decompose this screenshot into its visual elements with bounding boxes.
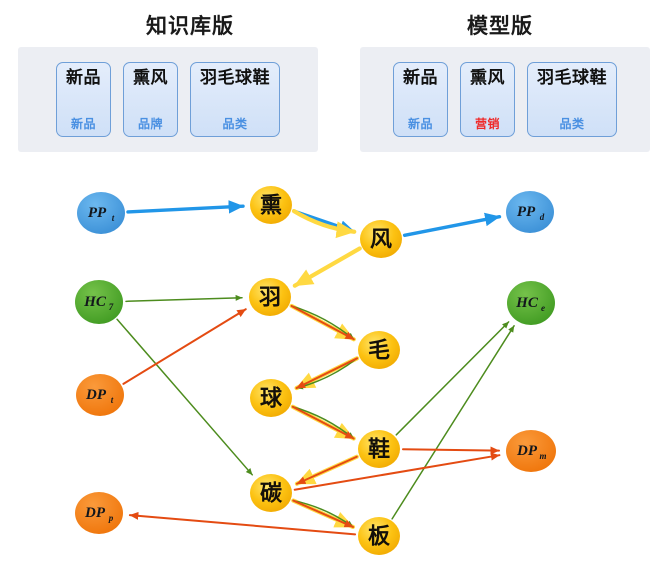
node-label: 板 (368, 525, 391, 550)
node-label: HC (83, 294, 107, 310)
node-circle (250, 379, 292, 417)
graph-edge (293, 452, 501, 491)
graph-edge (122, 308, 247, 385)
graph-edge (291, 208, 357, 239)
graph-edge (292, 499, 354, 528)
graph-edge (291, 405, 355, 440)
graph-edge (116, 318, 254, 476)
graph-node-dp_a[interactable]: DP t (76, 374, 124, 416)
graph-node-feng[interactable]: 风 (360, 220, 402, 258)
node-label: 羽 (259, 286, 281, 311)
graph-node-qiu[interactable]: 球 (250, 379, 292, 417)
graph-node-xie[interactable]: 鞋 (358, 430, 400, 468)
chip-model-2-sub: 品类 (559, 116, 585, 131)
panel-title-knowledge-base: 知识库版 (146, 15, 234, 38)
node-label: HC (515, 295, 539, 311)
graph-edge (290, 304, 355, 341)
node-circle (76, 374, 124, 416)
node-label: PP (88, 205, 107, 221)
graph-node-mao[interactable]: 毛 (358, 331, 400, 369)
node-label: 碳 (260, 482, 283, 507)
node-label: 熏 (260, 194, 282, 219)
chip-model-1[interactable]: 熏风 营销 (460, 62, 515, 137)
node-circle (249, 278, 291, 316)
node-circle (250, 474, 292, 512)
graph-edge (295, 357, 359, 390)
graph-edge (395, 321, 510, 436)
comparison-area: 知识库版 新品 新品 熏风 品牌 羽毛球鞋 品类 模型版 新品 新品 (0, 0, 666, 168)
node-subscript: d (540, 212, 545, 222)
graph-edge (126, 200, 245, 214)
node-label: DP (85, 387, 107, 403)
node-circle (360, 220, 402, 258)
node-circle (506, 191, 554, 233)
node-circle (506, 430, 556, 472)
graph-node-tan[interactable]: 碳 (250, 474, 292, 512)
graph-edge (391, 325, 515, 520)
graph-edge (401, 446, 501, 455)
node-circle (358, 331, 400, 369)
node-label: 毛 (368, 339, 390, 364)
panel-knowledge-base: 新品 新品 熏风 品牌 羽毛球鞋 品类 (18, 47, 318, 152)
node-subscript: 7 (109, 302, 114, 312)
chip-kb-1-sub: 品牌 (137, 116, 163, 131)
graph-edge (295, 455, 358, 485)
chip-model-2[interactable]: 羽毛球鞋 品类 (527, 62, 617, 137)
graph-node-pp_left[interactable]: PP t (77, 192, 125, 234)
chip-model-2-main: 羽毛球鞋 (537, 68, 607, 87)
node-circle (250, 186, 292, 224)
graph-edge (128, 511, 357, 536)
node-subscript: m (539, 451, 546, 461)
node-label: 球 (260, 387, 283, 412)
chip-kb-0-sub: 新品 (70, 116, 96, 131)
chip-model-0[interactable]: 新品 新品 (393, 62, 448, 137)
node-subscript: t (112, 213, 115, 223)
edge-layer (116, 200, 515, 536)
node-circle (507, 281, 555, 325)
chip-model-1-sub: 营销 (474, 116, 500, 131)
graph-node-pp_right[interactable]: PP d (506, 191, 554, 233)
node-label: 鞋 (368, 438, 390, 463)
node-label: PP (517, 204, 536, 220)
node-subscript: e (541, 303, 545, 313)
chip-kb-1-main: 熏风 (133, 68, 168, 87)
chip-row-knowledge-base: 新品 新品 熏风 品牌 羽毛球鞋 品类 (18, 47, 318, 152)
node-circle (358, 517, 400, 555)
chip-kb-2[interactable]: 羽毛球鞋 品类 (190, 62, 280, 137)
graph-edge (125, 294, 243, 303)
node-circle (77, 192, 125, 234)
chip-kb-2-sub: 品类 (222, 116, 248, 131)
node-circle (75, 492, 123, 534)
chip-model-0-sub: 新品 (407, 116, 433, 131)
node-subscript: t (111, 395, 114, 405)
graph-edge (402, 212, 502, 238)
chip-kb-1[interactable]: 熏风 品牌 (123, 62, 178, 137)
chip-model-0-main: 新品 (403, 68, 438, 87)
graph-edge (292, 246, 362, 288)
graph-node-yu[interactable]: 羽 (249, 278, 291, 316)
chip-kb-0-main: 新品 (66, 68, 101, 87)
panel-model: 新品 新品 熏风 营销 羽毛球鞋 品类 (360, 47, 650, 152)
node-label: DP (84, 505, 106, 521)
node-circle (75, 280, 123, 324)
graph-node-xun[interactable]: 熏 (250, 186, 292, 224)
node-label: 风 (370, 228, 392, 253)
chip-row-model: 新品 新品 熏风 营销 羽毛球鞋 品类 (360, 47, 650, 152)
graph-node-ban[interactable]: 板 (358, 517, 400, 555)
node-circle (358, 430, 400, 468)
panel-title-model: 模型版 (467, 15, 533, 38)
chip-kb-2-main: 羽毛球鞋 (200, 68, 270, 87)
node-label: DP (516, 443, 538, 459)
chip-model-1-main: 熏风 (470, 68, 505, 87)
chip-kb-0[interactable]: 新品 新品 (56, 62, 111, 137)
node-subscript: p (108, 513, 114, 523)
